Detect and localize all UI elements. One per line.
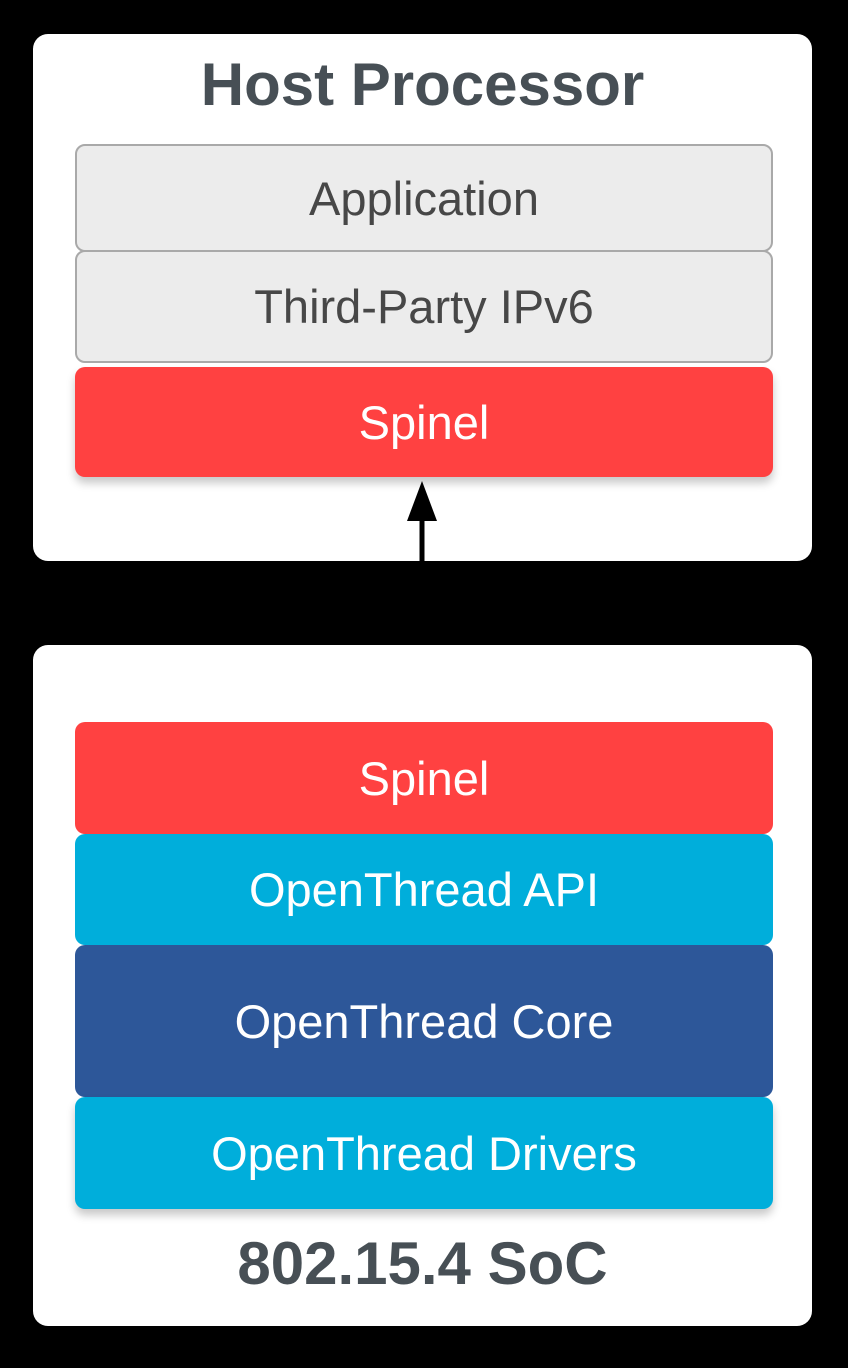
layer-openthread-api: OpenThread API	[75, 834, 773, 945]
soc-title: 802.15.4 SoC	[237, 1230, 608, 1297]
host-processor-title: Host Processor	[200, 51, 645, 118]
soc-card: Spinel OpenThread API OpenThread Core Op…	[33, 645, 812, 1326]
host-processor-card: Host Processor Application Third-Party I…	[33, 34, 812, 561]
layer-application: Application	[75, 144, 773, 252]
layer-third-party-ipv6: Third-Party IPv6	[75, 250, 773, 363]
layer-openthread-drivers: OpenThread Drivers	[75, 1097, 773, 1209]
layer-spinel-host: Spinel	[75, 367, 773, 477]
layer-spinel-soc: Spinel	[75, 722, 773, 834]
layer-openthread-core: OpenThread Core	[75, 945, 773, 1097]
